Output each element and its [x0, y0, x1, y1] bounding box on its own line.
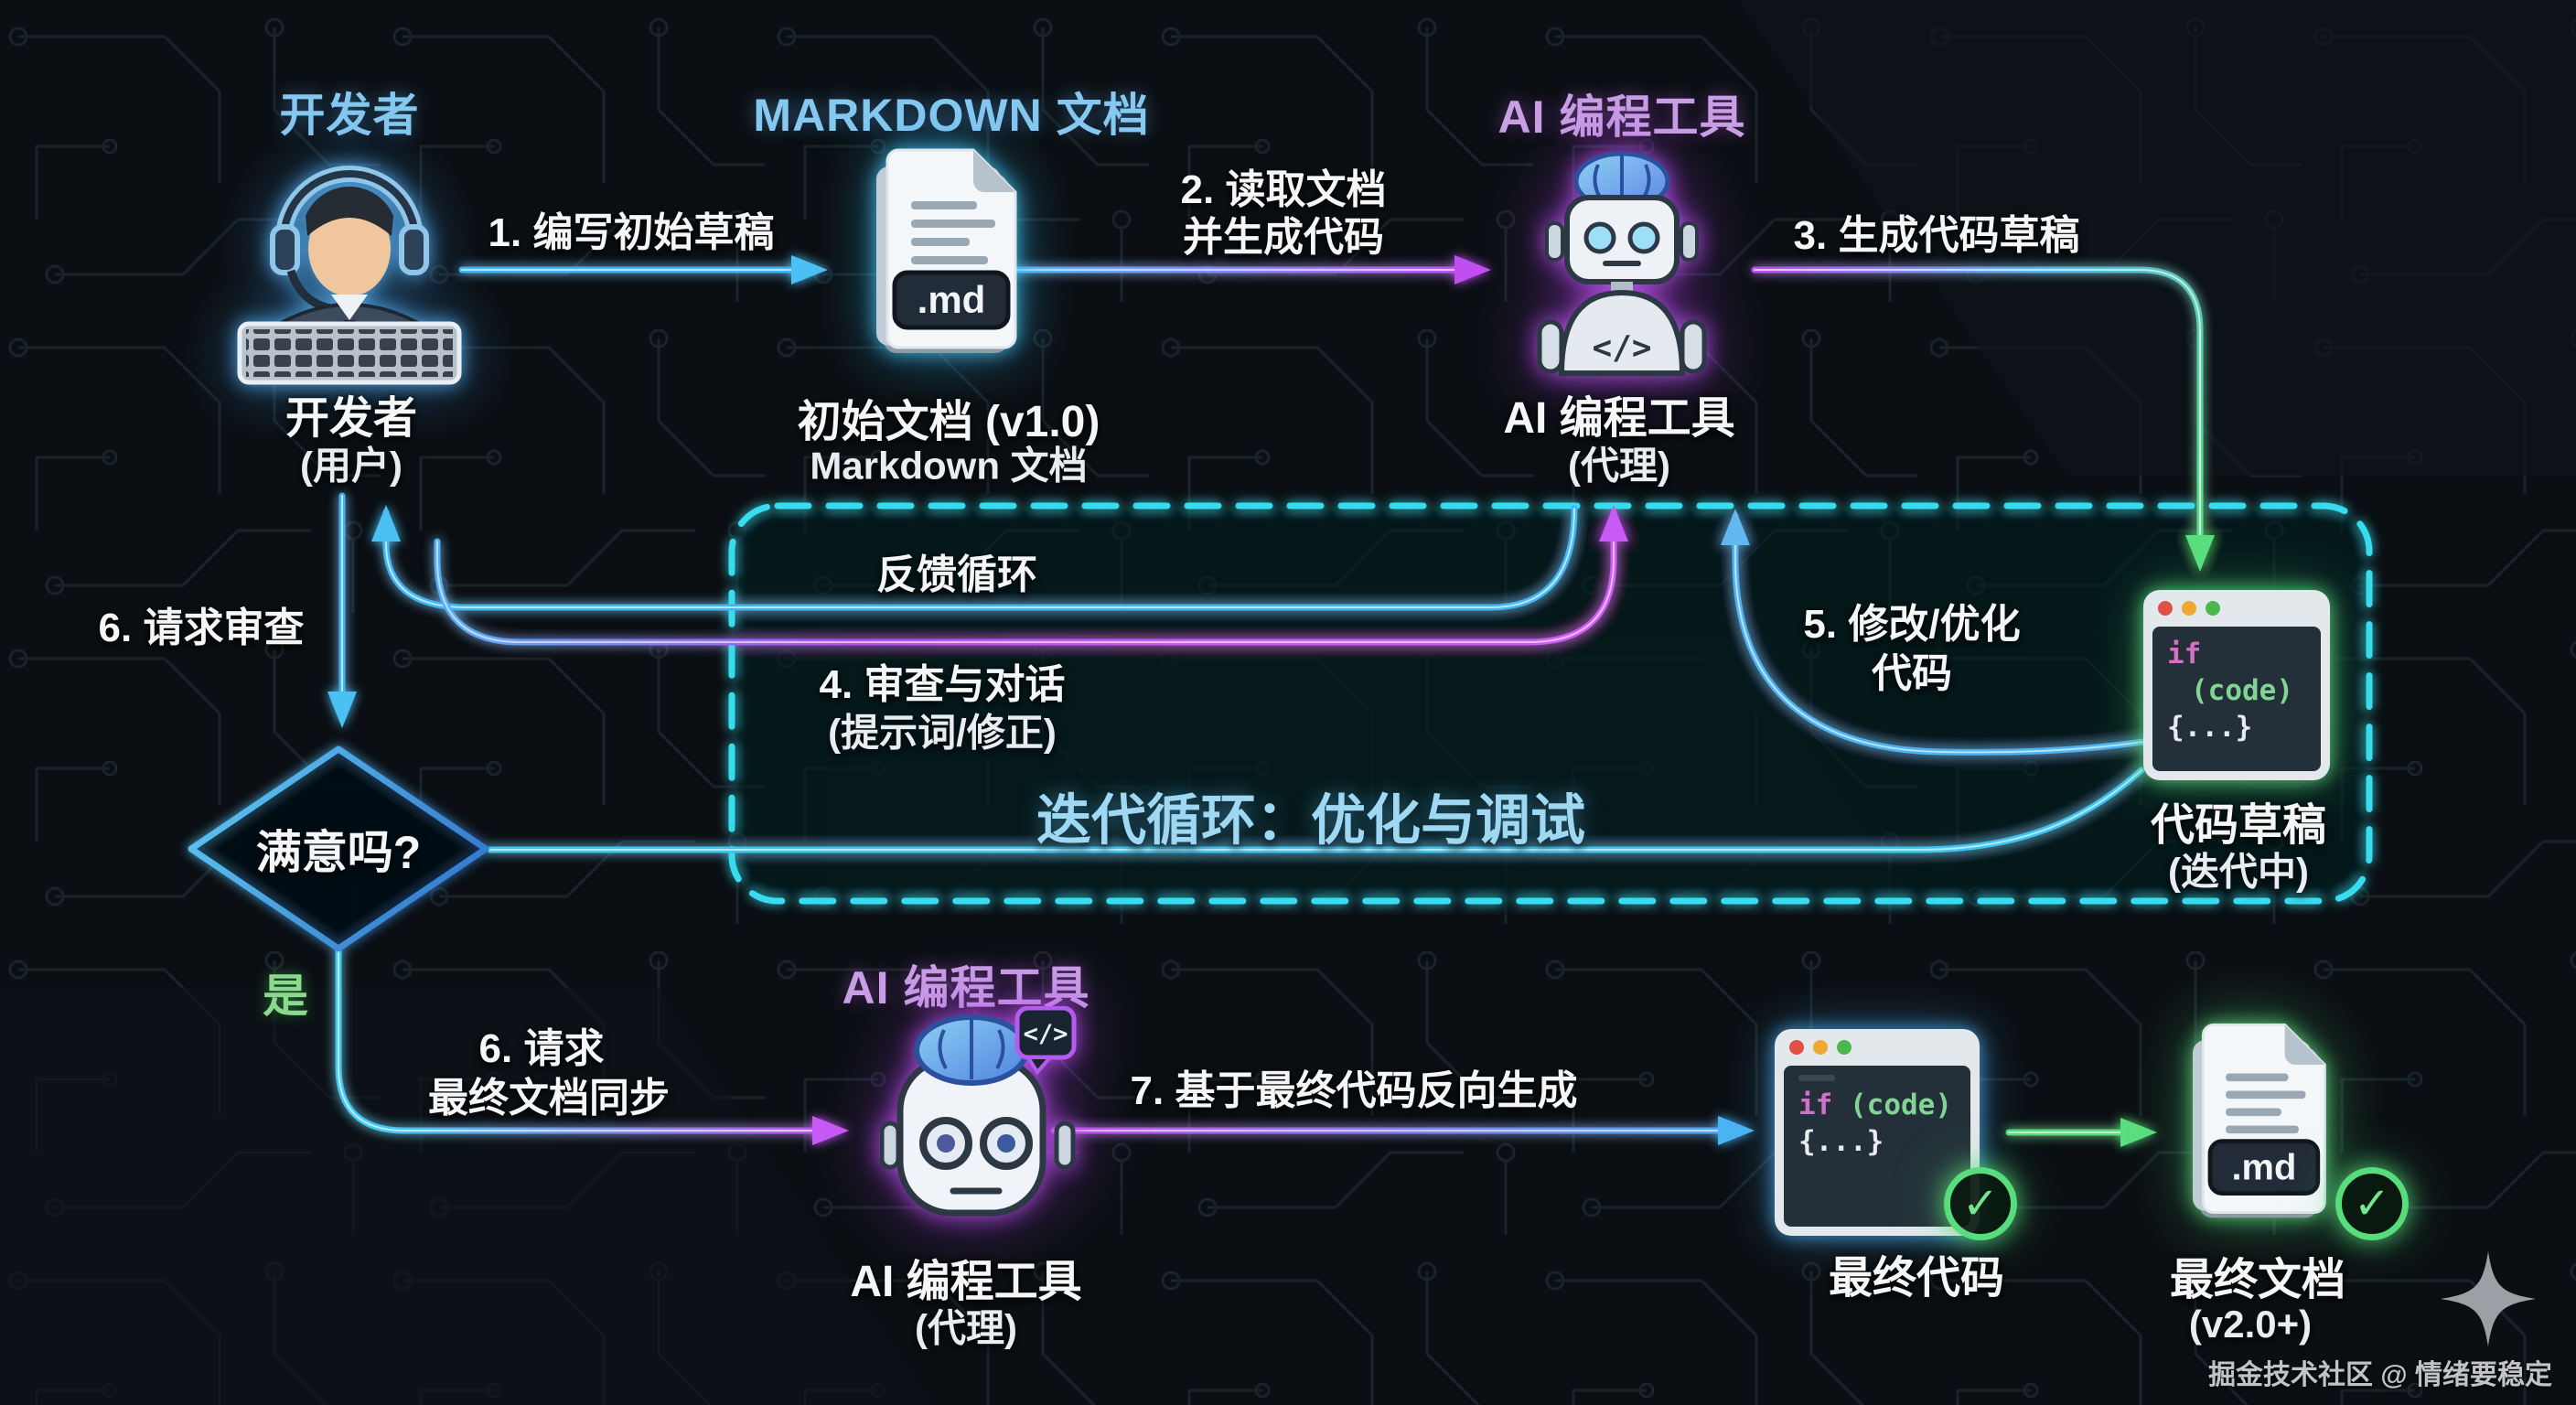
ai-tool-bottom-title: AI 编程工具: [842, 962, 1090, 1014]
edge-label-step4-line1: 4. 审查与对话: [819, 662, 1066, 707]
edge-label-step3: 3. 生成代码草稿: [1793, 213, 2080, 258]
code-draft-label: 代码草稿: [2150, 801, 2327, 850]
edge-label-step6b-line1: 6. 请求: [478, 1026, 605, 1071]
edge-label-step2-line1: 2. 读取文档: [1180, 167, 1387, 212]
ai-robot-bottom-icon: </>: [879, 1005, 1077, 1241]
decision-yes-label: 是: [263, 971, 308, 1022]
edge-label-step2-line2: 并生成代码: [1183, 215, 1384, 260]
developer-icon: [231, 139, 468, 392]
ai-tool-bottom-label: AI 编程工具: [850, 1258, 1082, 1306]
maximize-icon: [2206, 601, 2220, 616]
markdown-doc-label: 初始文档 (v1.0): [797, 398, 1100, 446]
final-code-content: if (code) {...}: [1784, 1066, 1970, 1227]
final-doc-label: 最终文档: [2169, 1256, 2346, 1304]
markdown-doc-title: MARKDOWN 文档: [753, 90, 1150, 141]
markdown-doc-sublabel: Markdown 文档: [810, 444, 1088, 488]
edge-label-step1: 1. 编写初始草稿: [488, 210, 775, 255]
ai-tool-bottom-sublabel: (代理): [915, 1306, 1017, 1350]
window-titlebar: [1775, 1029, 1980, 1066]
md-badge-text: .md: [918, 278, 986, 321]
svg-text:</>: </>: [1024, 1020, 1068, 1048]
code-draft-sublabel: (迭代中): [2168, 850, 2309, 894]
minimize-icon: [1813, 1040, 1828, 1055]
code-chest-icon: </>: [1592, 329, 1651, 367]
ai-tool-top-label: AI 编程工具: [1503, 394, 1735, 443]
decision-question: 满意吗?: [255, 827, 422, 878]
edge-label-step4-line2: (提示词/修正): [828, 711, 1057, 755]
ai-robot-top-icon: </>: [1521, 143, 1723, 396]
decision-diamond: [188, 745, 489, 952]
developer-sublabel: (用户): [300, 444, 402, 488]
final-code-window: if (code) {...}: [1775, 1029, 1980, 1236]
edge-label-step5-line1: 5. 修改/优化: [1803, 602, 2021, 647]
code-draft-content: if (code) {...}: [2152, 627, 2321, 771]
final-doc-icon: .md: [2175, 1012, 2349, 1245]
edge-label-step5-line2: 代码: [1872, 651, 1952, 696]
developer-label: 开发者: [284, 394, 418, 443]
close-icon: [2158, 601, 2173, 616]
maximize-icon: [1837, 1040, 1852, 1055]
code-line-decoration: [1798, 1075, 1835, 1081]
window-titlebar: [2143, 590, 2330, 627]
close-icon: [1789, 1040, 1804, 1055]
minimize-icon: [2182, 601, 2196, 616]
edge-label-step6b-line2: 最终文档同步: [428, 1076, 670, 1121]
final-code-check-icon: ✓: [1944, 1167, 2017, 1240]
code-draft-window: if (code) {...}: [2143, 590, 2330, 780]
final-doc-check-icon: ✓: [2335, 1167, 2409, 1240]
edge-label-step6: 6. 请求审查: [98, 606, 305, 650]
sparkle-icon: [2441, 1251, 2536, 1346]
iteration-loop-title: 迭代循环：优化与调试: [1036, 789, 1585, 852]
md-badge: [2207, 1139, 2321, 1196]
ai-tool-top-title: AI 编程工具: [1497, 91, 1746, 143]
edge-label-step7: 7. 基于最终代码反向生成: [1130, 1068, 1578, 1113]
ai-tool-top-sublabel: (代理): [1568, 444, 1670, 488]
watermark: 掘金技术社区 @ 情绪要稳定: [2208, 1360, 2552, 1390]
final-doc-sublabel: (v2.0+): [2188, 1303, 2313, 1346]
markdown-file-icon: .md: [858, 145, 1041, 373]
feedback-loop-label: 反馈循环: [876, 552, 1037, 597]
md-badge: [892, 270, 1011, 330]
md-badge-text: .md: [2231, 1147, 2296, 1187]
developer-title: 开发者: [279, 90, 420, 141]
final-code-label: 最终代码: [1828, 1254, 2005, 1303]
